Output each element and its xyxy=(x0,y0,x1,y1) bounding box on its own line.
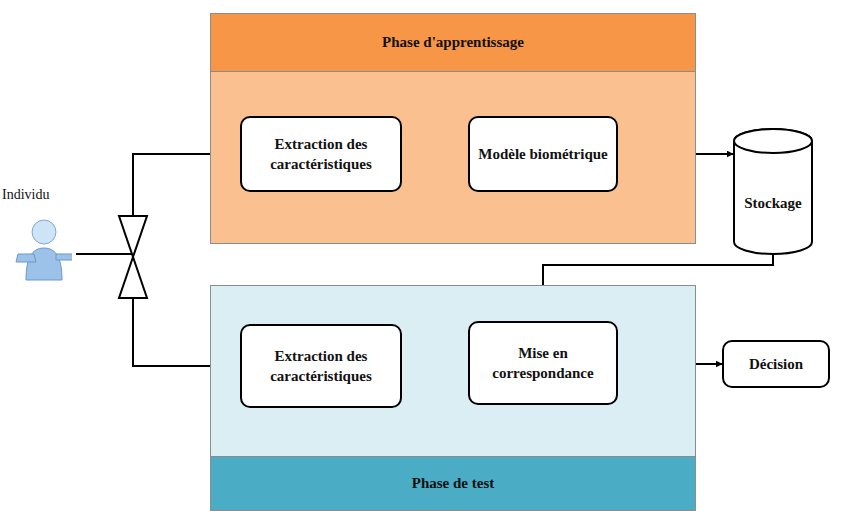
person-icon: Individu xyxy=(2,186,80,286)
phase-footer: Phase de test xyxy=(211,456,695,510)
valve-symbol xyxy=(119,216,147,298)
box-label: Décision xyxy=(749,354,803,374)
phase-title: Phase d'apprentissage xyxy=(382,32,524,52)
box-label: Extraction des caractéristiques xyxy=(250,134,392,175)
box-label: Mise en correspondance xyxy=(478,343,608,384)
box-label: Extraction des caractéristiques xyxy=(250,346,392,387)
storage-cylinder: Stockage xyxy=(733,128,813,255)
test-phase-panel: Phase de test Extraction des caractéristi… xyxy=(210,285,696,511)
phase-title: Phase de test xyxy=(412,473,495,493)
box-label: Stockage xyxy=(744,193,802,213)
box-label: Modèle biométrique xyxy=(478,144,608,164)
phase-header: Phase d'apprentissage xyxy=(211,14,695,72)
process-box: Modèle biométrique xyxy=(468,116,618,192)
person-label: Individu xyxy=(2,186,80,205)
learning-phase-panel: Phase d'apprentissageExtraction des cara… xyxy=(210,13,696,244)
process-box: Mise en correspondance xyxy=(468,321,618,405)
process-box: Extraction des caractéristiques xyxy=(240,116,402,192)
person-icon xyxy=(12,218,72,284)
cylinder-outline xyxy=(733,128,813,255)
process-box: Extraction des caractéristiques xyxy=(240,324,402,408)
decision-box: Décision xyxy=(722,340,830,388)
